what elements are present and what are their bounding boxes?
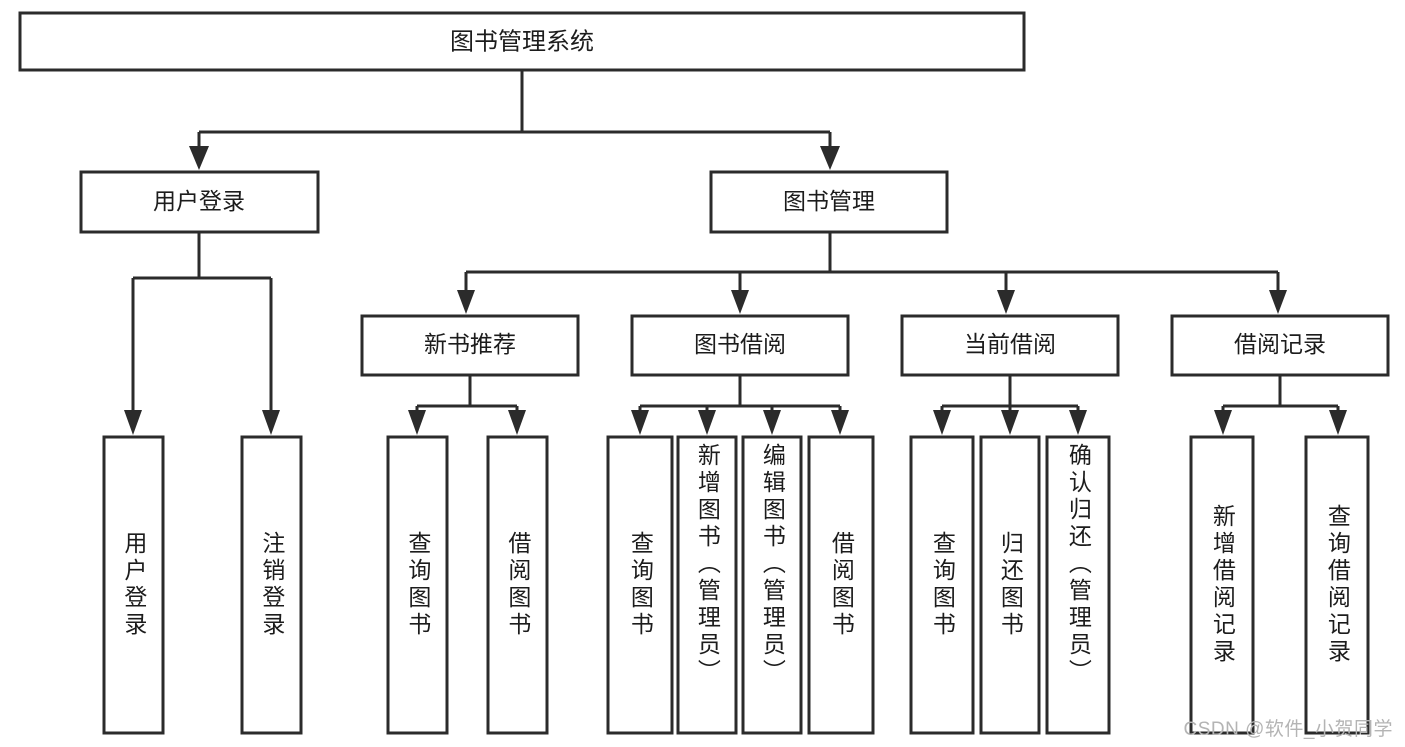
connector-layer	[124, 70, 1347, 435]
arrow-icon-leaf-borrow-book-2	[831, 410, 849, 435]
node-leaf-query-book-3-box[interactable]	[909, 435, 975, 735]
node-leaf-query-book-1-box[interactable]	[386, 435, 449, 735]
node-book-borrow-box[interactable]	[630, 314, 850, 377]
node-borrow-record[interactable]: 借阅记录	[1170, 314, 1390, 377]
node-leaf-query-book-2-box[interactable]	[606, 435, 674, 735]
node-new-book-recommend-box[interactable]	[360, 314, 580, 377]
node-current-borrow-box[interactable]	[900, 314, 1120, 377]
arrow-icon-to-user-login	[189, 146, 209, 170]
node-user-login-box[interactable]	[79, 170, 320, 234]
node-new-book-recommend[interactable]: 新书推荐	[360, 314, 580, 377]
node-book-manage-box[interactable]	[709, 170, 949, 234]
arrow-icon-leaf-edit-book	[763, 410, 781, 435]
node-leaf-logout-box[interactable]	[240, 435, 303, 735]
node-leaf-edit-book-box[interactable]	[741, 435, 803, 735]
arrow-icon-to-book-manage	[820, 146, 840, 170]
csdn-watermark: CSDN @软件_小贺同学	[1183, 719, 1393, 740]
node-root[interactable]: 图书管理系统	[18, 11, 1026, 72]
arrow-icon-leaf-query-book-3	[933, 410, 951, 435]
node-book-manage[interactable]: 图书管理	[709, 170, 949, 234]
arrow-icon-leaf-user-login	[124, 410, 142, 435]
arrow-icon-leaf-logout	[262, 410, 280, 435]
arrow-icon-leaf-borrow-book-1	[508, 410, 526, 435]
arrow-icon-leaf-return-book	[1001, 410, 1019, 435]
node-leaf-add-book-box[interactable]	[676, 435, 738, 735]
node-leaf-confirm-return-box[interactable]	[1045, 435, 1111, 735]
node-book-borrow-label: 图书借阅	[694, 331, 786, 357]
arrow-icon-leaf-query-book-2	[631, 410, 649, 435]
node-book-manage-label: 图书管理	[783, 188, 875, 214]
arrow-icon-to-new-book-recommend	[457, 290, 475, 314]
arrow-icon-leaf-add-book	[698, 410, 716, 435]
node-root-label: 图书管理系统	[450, 28, 594, 55]
arrow-icon-to-borrow-record	[1269, 290, 1287, 314]
node-root-box[interactable]	[18, 11, 1026, 72]
node-new-book-recommend-label: 新书推荐	[424, 331, 516, 357]
node-leaf-user-login-box[interactable]	[102, 435, 165, 735]
arrow-icon-leaf-query-book-1	[408, 410, 426, 435]
node-borrow-record-box[interactable]	[1170, 314, 1390, 377]
node-leaf-query-record-box[interactable]	[1304, 435, 1370, 735]
node-leaf-return-book-box[interactable]	[979, 435, 1041, 735]
node-current-borrow[interactable]: 当前借阅	[900, 314, 1120, 377]
arrow-icon-to-book-borrow	[731, 290, 749, 314]
node-leaf-add-record-box[interactable]	[1189, 435, 1255, 735]
node-leaf-borrow-book-2-box[interactable]	[807, 435, 875, 735]
arrow-icon-leaf-confirm-return	[1069, 410, 1087, 435]
arrow-icon-to-current-borrow	[997, 290, 1015, 314]
node-leaf-borrow-book-1-box[interactable]	[486, 435, 549, 735]
node-book-borrow[interactable]: 图书借阅	[630, 314, 850, 377]
node-user-login-label: 用户登录	[153, 188, 245, 214]
arrow-icon-leaf-query-record	[1329, 410, 1347, 435]
arrow-icon-leaf-add-record	[1214, 410, 1232, 435]
node-borrow-record-label: 借阅记录	[1234, 331, 1326, 357]
node-current-borrow-label: 当前借阅	[964, 331, 1056, 357]
node-user-login[interactable]: 用户登录	[79, 170, 320, 234]
